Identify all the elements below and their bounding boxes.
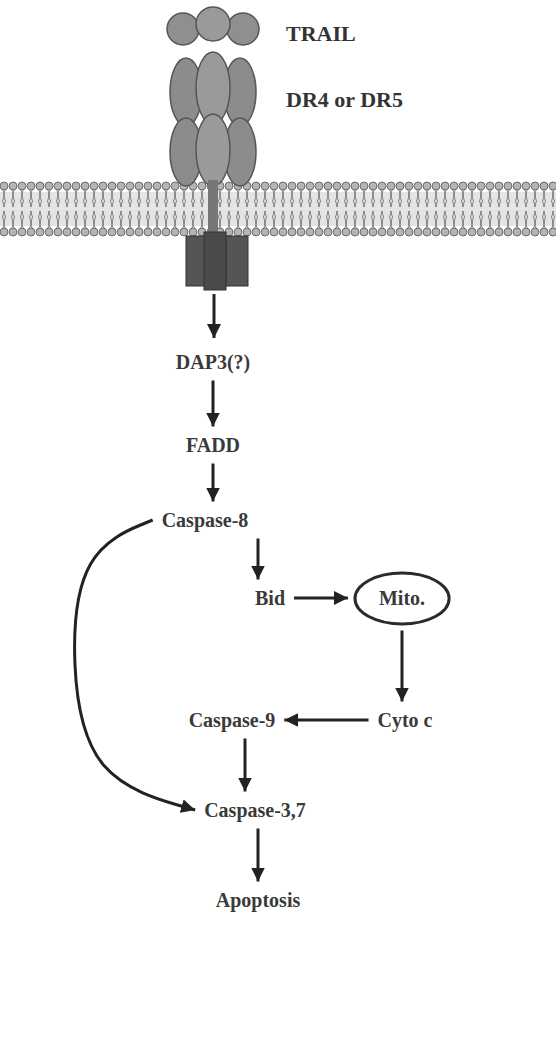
step-text: Cyto c	[378, 709, 433, 732]
pathway-arrow	[244, 739, 247, 792]
pathway-arrow	[257, 539, 260, 580]
step-text: Caspase-8	[162, 509, 249, 532]
step-text: FADD	[186, 434, 240, 457]
pathway-arrow	[284, 719, 368, 722]
step-text: DAP3(?)	[176, 351, 250, 374]
step-text: Mito.	[379, 587, 425, 610]
pathway-step: Apoptosis	[212, 887, 304, 914]
pathway-step: Bid	[251, 585, 289, 612]
pathway-step: Caspase-3,7	[200, 797, 310, 824]
receptor	[170, 52, 256, 290]
pathway-step: DAP3(?)	[172, 349, 254, 376]
pathway-arrow	[294, 597, 348, 600]
step-text: Caspase-3,7	[204, 799, 306, 822]
lipid-bilayer	[0, 182, 556, 236]
pathway-step: Caspase-9	[185, 707, 280, 734]
trail-ligand	[167, 7, 259, 45]
pathway-arrow	[75, 520, 196, 810]
pathway-arrow	[212, 381, 215, 427]
mitochondrion-outline	[355, 573, 449, 624]
step-text: Caspase-9	[189, 709, 276, 732]
pathway-step: FADD	[182, 432, 244, 459]
pathway-step: Caspase-8	[158, 507, 253, 534]
step-text: Apoptosis	[216, 889, 300, 912]
pathway-arrow	[401, 631, 404, 702]
receptor-label: DR4 or DR5	[286, 87, 403, 112]
organelle-ellipse: Mito.	[353, 571, 451, 626]
signal-arrow	[213, 294, 216, 338]
pathway-arrow	[257, 829, 260, 882]
step-text: Bid	[255, 587, 285, 610]
pathway-step: Cyto c	[374, 707, 437, 734]
ligand-label: TRAIL	[286, 21, 356, 46]
pathway-arrow	[212, 464, 215, 502]
